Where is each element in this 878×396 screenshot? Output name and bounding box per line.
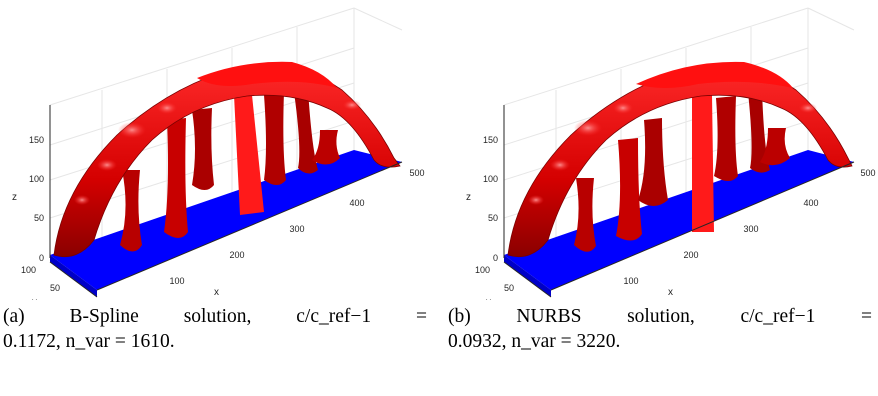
- caption-line-1: (b) NURBS solution, c/c_ref−1 =: [448, 306, 872, 327]
- plot-3d-a: 0 50 100 150 z 100 50 0 y 0 100 200 300 …: [12, 7, 425, 300]
- caption-line-2: 0.0932, n_var = 3220.: [448, 331, 621, 352]
- base-plate: [504, 150, 854, 290]
- x-axis-label: x: [214, 287, 219, 298]
- plot-3d-b: 0 50 100 150 z 100 50 0 y 0 100 200 300 …: [466, 7, 876, 300]
- z-tick: 150: [483, 135, 498, 145]
- figure-panel-b: 0 50 100 150 z 100 50 0 y 0 100 200 300 …: [448, 0, 878, 300]
- arch-structure: [507, 64, 853, 258]
- caption-line-1: (a) B-Spline solution, c/c_ref−1 =: [3, 306, 427, 327]
- x-tick: 500: [860, 168, 875, 178]
- x-axis-label: x: [668, 287, 673, 298]
- x-tick: 300: [743, 224, 758, 234]
- support-legs: [574, 90, 790, 252]
- x-tick: 500: [409, 168, 424, 178]
- arch-structure: [53, 64, 401, 258]
- figure-panel-a: 0 50 100 150 z 100 50 0 y 0 100 200 300 …: [2, 0, 432, 300]
- caption-line-2: 0.1172, n_var = 1610.: [3, 331, 175, 352]
- base-plate: [50, 150, 402, 290]
- x-tick: 400: [803, 198, 818, 208]
- y-tick: 100: [475, 265, 490, 275]
- z-tick: 50: [34, 213, 44, 223]
- axes-lines: [49, 105, 403, 298]
- x-tick: 400: [349, 198, 364, 208]
- y-axis-label: y: [486, 297, 491, 300]
- z-tick: 0: [493, 253, 498, 263]
- x-tick: 100: [169, 276, 184, 286]
- axes-lines: [503, 105, 855, 298]
- z-tick: 150: [29, 135, 44, 145]
- caption-b: (b) NURBS solution, c/c_ref−1 = 0.0932, …: [448, 304, 872, 354]
- caption-a: (a) B-Spline solution, c/c_ref−1 = 0.117…: [3, 304, 427, 354]
- z-axis-label: z: [12, 192, 17, 203]
- y-tick: 50: [504, 283, 514, 293]
- z-tick: 100: [483, 174, 498, 184]
- z-tick: 100: [29, 174, 44, 184]
- y-tick: 100: [21, 265, 36, 275]
- x-tick: 200: [229, 250, 244, 260]
- y-axis-label: y: [32, 297, 37, 300]
- y-tick: 50: [50, 283, 60, 293]
- x-tick: 200: [683, 250, 698, 260]
- x-tick: 100: [623, 276, 638, 286]
- x-tick: 300: [289, 224, 304, 234]
- z-tick: 0: [39, 253, 44, 263]
- support-legs: [120, 90, 340, 252]
- z-tick: 50: [488, 213, 498, 223]
- z-axis-label: z: [466, 192, 471, 203]
